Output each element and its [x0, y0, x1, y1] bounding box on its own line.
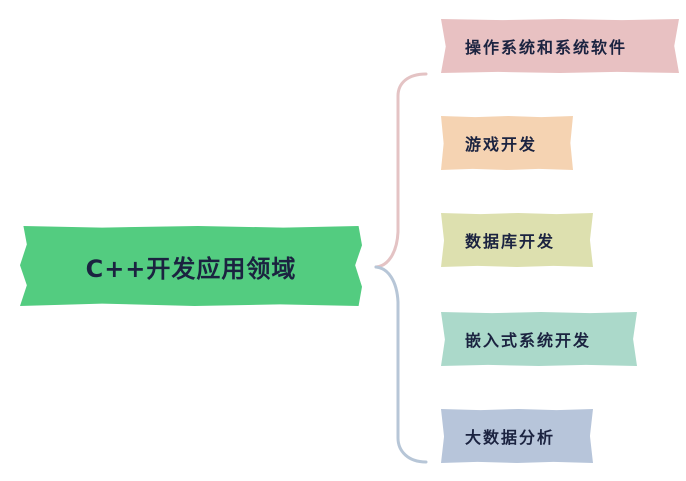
branch-database-development: 数据库开发: [441, 213, 593, 267]
branch-operating-systems: 操作系统和系统软件: [441, 19, 679, 73]
branch-embedded-systems: 嵌入式系统开发: [441, 312, 637, 366]
central-topic: C++开发应用领域: [20, 226, 362, 306]
lower-connector: [374, 265, 428, 464]
branch-big-data-analysis: 大数据分析: [441, 409, 593, 463]
upper-connector: [374, 72, 428, 269]
branch-game-development: 游戏开发: [441, 116, 573, 170]
